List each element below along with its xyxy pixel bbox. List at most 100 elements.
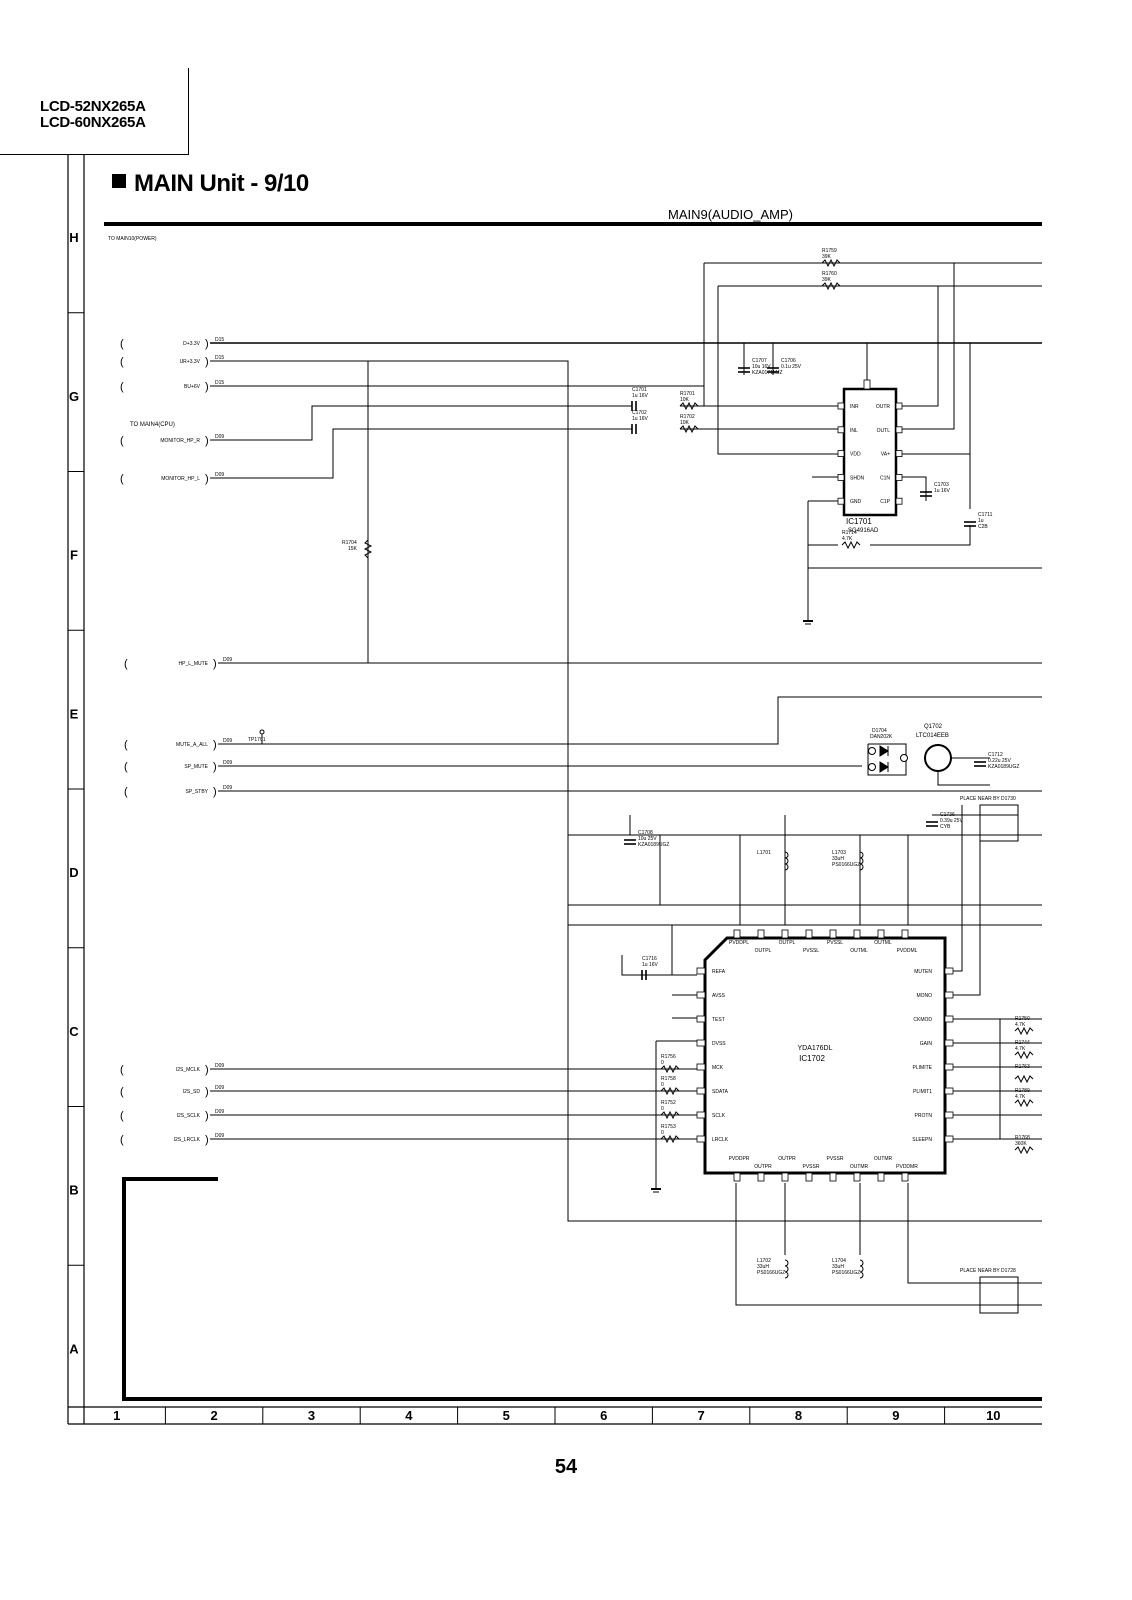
- inductor-value: 33uH: [832, 856, 844, 862]
- resistor-symbol: [1014, 1026, 1034, 1036]
- test-point-marker: [259, 729, 265, 735]
- column-label-10: 10: [986, 1408, 1000, 1423]
- label-to-power: TO MAIN10(POWER): [108, 236, 157, 242]
- net-bracket-open: (: [120, 1086, 124, 1098]
- net-name: MONITOR_HP_R: [160, 438, 200, 444]
- net-labels: ()D+3.3VD15()UR+3.3VD15()BU+6VD15()MONIT…: [120, 337, 232, 1146]
- capacitor-part: KZA0171MJZ: [752, 370, 783, 376]
- resistor-ref: R1768: [1015, 1135, 1030, 1141]
- net-bracket-open: (: [120, 356, 124, 368]
- ic1701-ref: IC1701: [846, 517, 872, 526]
- ic1701-pin-label: C1N: [880, 475, 890, 481]
- ic1702-part: YDA176DL: [797, 1045, 832, 1052]
- column-label-3: 3: [308, 1408, 315, 1423]
- capacitor-ref: C1712: [988, 752, 1003, 758]
- capacitor-part: KZA0189UGZ: [988, 764, 1019, 770]
- ic1702-pin-label: OUTML: [874, 940, 892, 946]
- ic1701-pin-label: SHDN: [850, 475, 865, 481]
- ic1701-part: SG4916AD: [848, 528, 879, 534]
- ic1702-pin-label: OUTMR: [850, 1164, 869, 1170]
- net-name: MUTE_A_ALL: [176, 742, 208, 748]
- resistor-symbol: [660, 1086, 680, 1096]
- ic1702-pin: [733, 1172, 741, 1182]
- net-bracket-close: ): [205, 381, 209, 393]
- resistor-ref: R1702: [680, 414, 695, 420]
- ic1702-pin: [944, 1039, 954, 1047]
- ic1702-pin-label: OUTPR: [778, 1156, 796, 1162]
- ic1702-pin-label: OUTPL: [779, 940, 796, 946]
- net-ref: D15: [215, 337, 224, 343]
- resistor-ref: R1750: [1015, 1016, 1030, 1022]
- column-label-7: 7: [697, 1408, 704, 1423]
- ic1702-pin: [696, 1063, 706, 1071]
- ic1701-pin-label: OUTL: [877, 428, 891, 434]
- ic1702-pin: [944, 1135, 954, 1143]
- net-bracket-close: ): [205, 1134, 209, 1146]
- net-bracket-close: ): [213, 658, 217, 670]
- ic-labels: IC1701SG4916ADYDA176DLIC1702Q1702LTC014E…: [797, 517, 948, 1063]
- resistor-ref: R1756: [661, 1054, 676, 1060]
- net-ref: D09: [215, 1133, 224, 1139]
- inductor-symbol: [859, 1259, 864, 1279]
- resistor-value: 360K: [1015, 1141, 1027, 1147]
- net-name: I2S_SD: [183, 1089, 201, 1095]
- net-bracket-close: ): [205, 435, 209, 447]
- ic1701-pin-label: VA+: [881, 452, 890, 458]
- net-bracket-open: (: [120, 1110, 124, 1122]
- inductor-value: 33uH: [757, 1264, 769, 1270]
- ic1702-pin-label: PROTN: [915, 1113, 933, 1119]
- resistor-value: 15K: [348, 546, 358, 552]
- resistor-value: 4.7K: [1015, 1094, 1026, 1100]
- net-ref: D09: [223, 657, 232, 663]
- ic1702-pin: [696, 1039, 706, 1047]
- ic1702-pin-label: TEST: [712, 1017, 725, 1023]
- net-ref: D09: [215, 434, 224, 440]
- capacitor-ref: C1711: [978, 512, 993, 518]
- resistor-symbol: [660, 1134, 680, 1144]
- page-title-text: MAIN Unit - 9/10: [134, 170, 309, 197]
- resistor-symbol: [679, 424, 699, 434]
- inductor-ref: L1704: [832, 1258, 846, 1264]
- transistor-ref: Q1702: [924, 724, 943, 730]
- ic1702-pin-label: LRCLK: [712, 1137, 729, 1143]
- ic1702-pin-label: REFA: [712, 969, 726, 975]
- capacitor-value: 1u 16V: [642, 962, 659, 968]
- ic1702-pin: [696, 1135, 706, 1143]
- resistor-ref: R1763: [1015, 1064, 1030, 1070]
- row-label-g: G: [69, 389, 79, 404]
- net-ref: D15: [215, 380, 224, 386]
- model-header-box: [0, 68, 189, 155]
- capacitor-part: KZA0189UGZ: [638, 842, 669, 848]
- sheet-name: MAIN9(AUDIO_AMP): [668, 207, 793, 222]
- pin-labels: INRINLVDDSHDNGNDOUTROUTLVA+C1NC1PREFAAVS…: [712, 404, 933, 1170]
- ic1702-pin: [944, 1063, 954, 1071]
- label-placement-note: PLACE NEAR BY D1730: [960, 796, 1016, 802]
- ic1701-pin: [837, 402, 845, 410]
- capacitor-ref: C1701: [632, 387, 647, 393]
- inductor-value: 33uH: [832, 1264, 844, 1270]
- net-name: I2S_MCLK: [176, 1067, 201, 1073]
- diode-ref: D1704: [872, 728, 887, 734]
- column-dividers: [164, 1407, 946, 1424]
- inductor-symbol: [784, 851, 789, 871]
- net-bracket-close: ): [205, 356, 209, 368]
- ic1701-pin-label: INL: [850, 428, 858, 434]
- row-label-h: H: [69, 230, 78, 245]
- ic1702-pin-label: MCK: [712, 1065, 724, 1071]
- reference-labels: TO MAIN10(POWER)TO MAIN4(CPU)TP1701PLACE…: [108, 236, 1030, 1276]
- net-bracket-open: (: [120, 1134, 124, 1146]
- net-bracket-open: (: [124, 761, 128, 773]
- ic1702-pin: [696, 967, 706, 975]
- resistor-ref: R1701: [680, 391, 695, 397]
- ic1702-pin: [944, 1087, 954, 1095]
- inductor-symbol: [784, 1259, 789, 1279]
- ic1702-pin: [877, 1172, 885, 1182]
- resistor-value: 10K: [680, 420, 690, 426]
- capacitor-ref: C1706: [781, 358, 796, 364]
- q1702-symbol: [867, 743, 990, 786]
- ic1702-pin-label: OUTMR: [874, 1156, 893, 1162]
- ic1702-pin: [944, 991, 954, 999]
- row-label-c: C: [69, 1024, 79, 1039]
- ic1702-pin: [733, 929, 741, 939]
